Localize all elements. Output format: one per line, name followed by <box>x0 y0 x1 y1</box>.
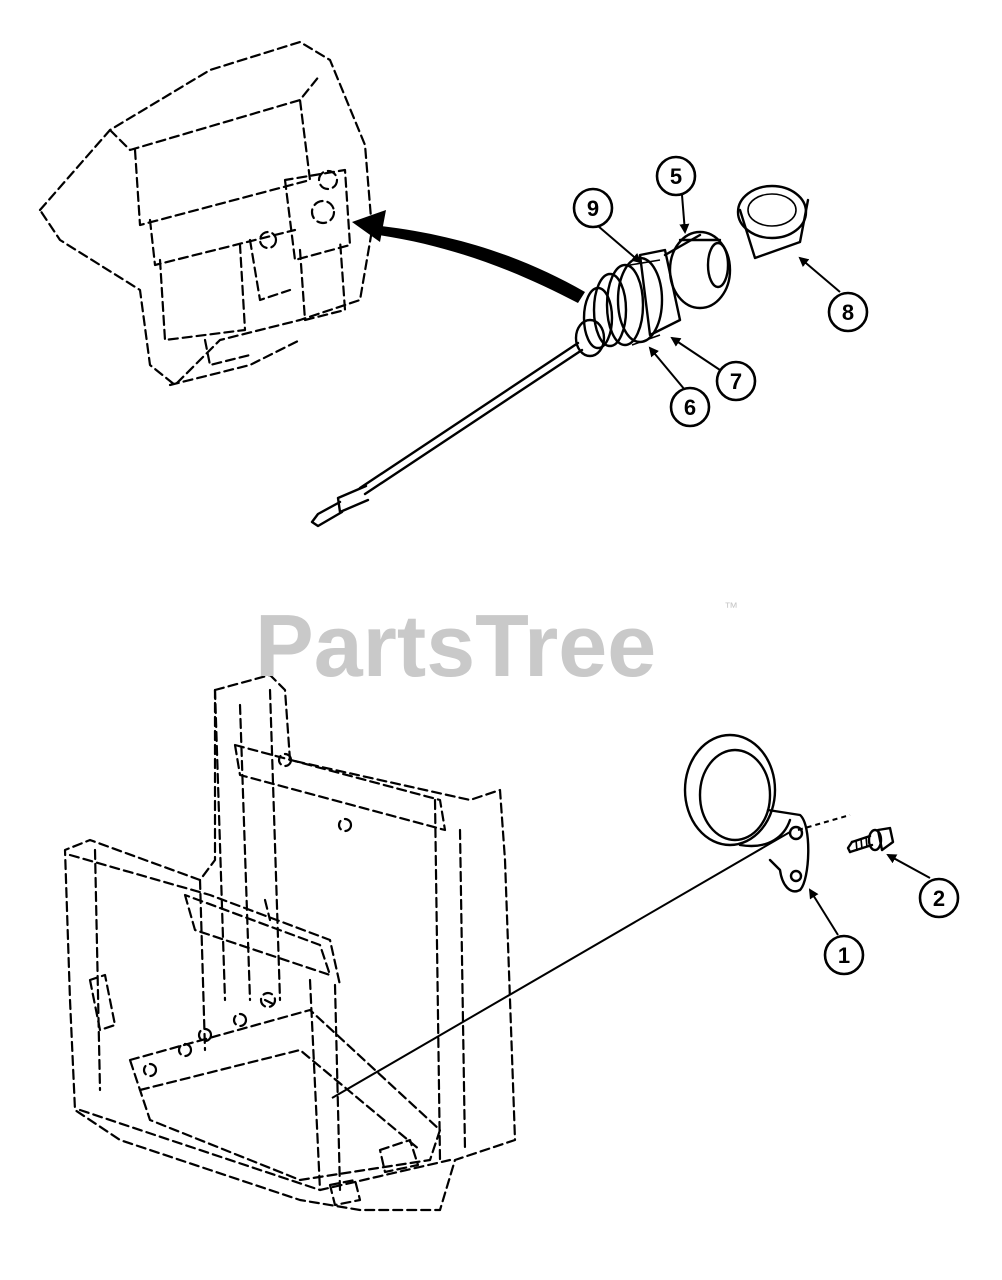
callout-1[interactable]: 1 <box>823 934 865 976</box>
callout-label-5: 5 <box>670 164 682 189</box>
callout-label-7: 7 <box>730 369 742 394</box>
callout-8[interactable]: 8 <box>827 291 869 333</box>
horn <box>683 733 810 893</box>
callout-label-9: 9 <box>587 196 599 221</box>
watermark-trademark: ™ <box>724 599 738 615</box>
callout-label-2: 2 <box>933 886 945 911</box>
choke-knob-assembly <box>310 230 732 528</box>
callout-label-6: 6 <box>684 395 696 420</box>
callout-2[interactable]: 2 <box>918 877 960 919</box>
dashboard-panel-outline <box>38 40 374 387</box>
frame-outline <box>63 673 517 1212</box>
callout-label-8: 8 <box>842 300 854 325</box>
horn-connection-line <box>331 831 791 1099</box>
callout-7[interactable]: 7 <box>715 360 757 402</box>
callout-label-1: 1 <box>838 943 850 968</box>
bezel-ring <box>736 184 810 260</box>
leader-lines <box>597 194 931 936</box>
bolt <box>846 826 895 854</box>
watermark: PartsTree ™ <box>255 596 738 695</box>
assembly-arrow <box>352 210 585 303</box>
watermark-brand: PartsTree <box>255 596 656 695</box>
callout-5[interactable]: 5 <box>655 155 697 197</box>
callout-9[interactable]: 9 <box>572 187 614 229</box>
callout-6[interactable]: 6 <box>669 386 711 428</box>
